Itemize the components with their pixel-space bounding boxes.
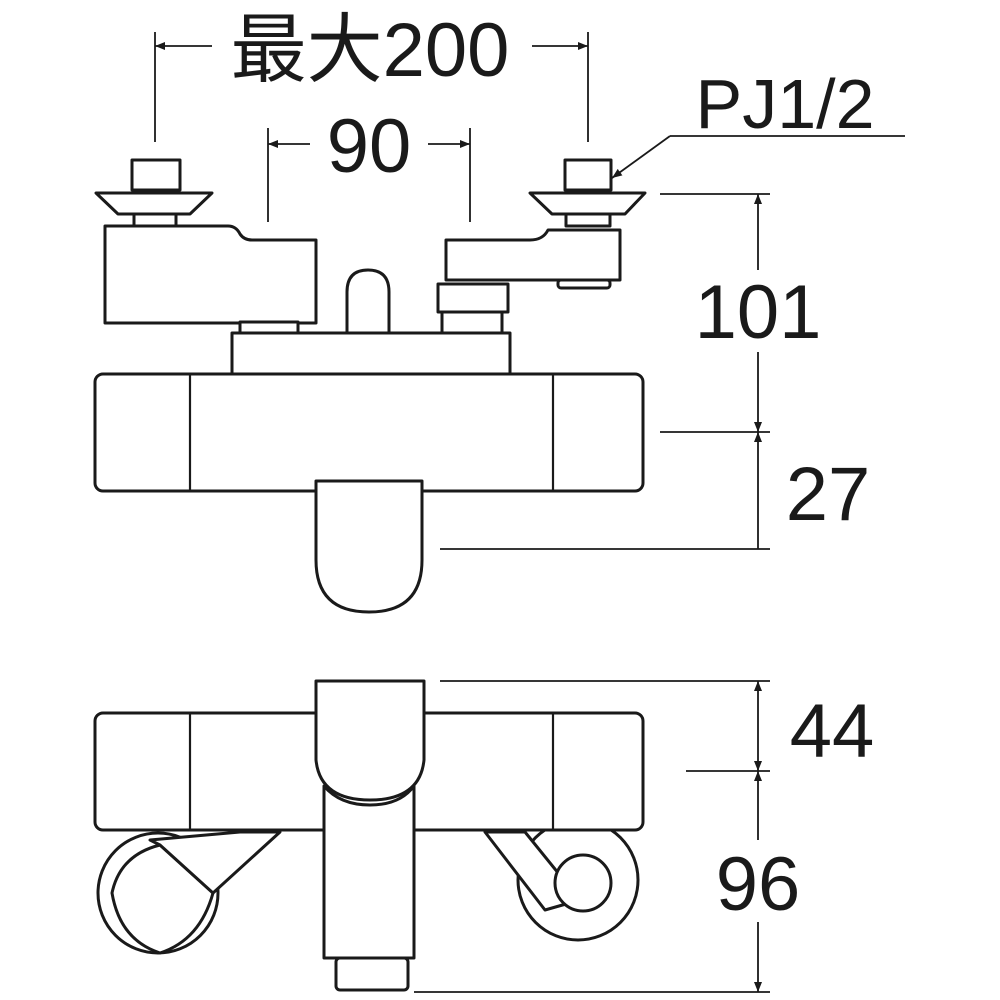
bottom-spout-neck <box>322 784 416 960</box>
right-handle <box>483 818 640 942</box>
label-depth-lower: 96 <box>716 842 801 927</box>
label-max-width: 最大200 <box>231 8 510 93</box>
right-elbow-arm <box>444 228 622 282</box>
bottom-aerator <box>334 956 410 992</box>
valve-upper-body <box>230 331 512 376</box>
left-handle <box>96 830 282 955</box>
label-depth-upper: 44 <box>790 689 875 774</box>
bottom-spout-top <box>314 679 426 802</box>
dimension-max-width: 最大200 <box>154 8 589 142</box>
label-height-upper: 101 <box>695 270 822 355</box>
valve-main-body <box>93 372 645 493</box>
right-fitting <box>528 158 647 228</box>
bottom-view <box>93 679 645 992</box>
dimension-pitch: 90 <box>267 104 471 222</box>
center-cap <box>345 268 391 335</box>
dimension-depth-lower: 96 <box>414 771 801 993</box>
dimension-thread: PJ1/2 <box>611 65 905 179</box>
right-arm-tab <box>556 278 612 290</box>
right-arm-collar <box>436 282 510 314</box>
left-elbow-arm <box>103 224 318 325</box>
label-height-lower: 27 <box>786 452 871 537</box>
dimension-height-upper: 101 <box>660 193 822 433</box>
front-view <box>93 158 647 614</box>
label-pitch: 90 <box>327 104 412 189</box>
right-arm-base <box>440 310 504 336</box>
left-fitting <box>94 158 214 228</box>
label-thread: PJ1/2 <box>696 65 875 143</box>
spout <box>314 479 424 614</box>
dimension-height-lower: 27 <box>440 432 871 550</box>
